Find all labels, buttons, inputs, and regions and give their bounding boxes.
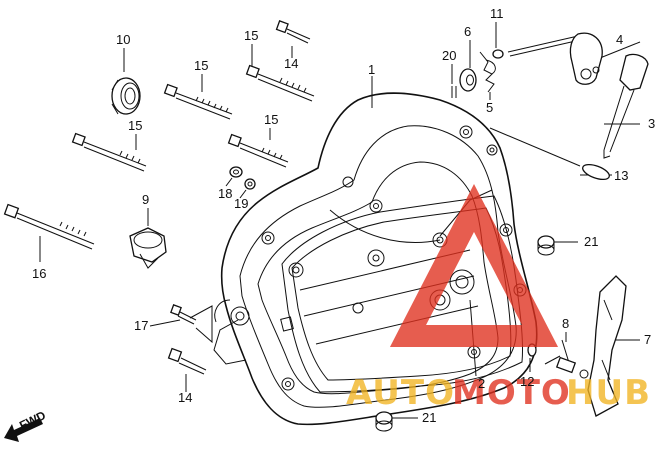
callout-1: 1 xyxy=(368,62,375,77)
callout-17: 17 xyxy=(134,318,148,333)
bolt-14-top xyxy=(275,20,311,44)
plug-9 xyxy=(129,227,167,269)
callout-ticks xyxy=(39,22,567,392)
washer-18 xyxy=(229,166,243,178)
bolt-16 xyxy=(3,203,95,250)
callout-15-upper: 15 xyxy=(194,58,208,73)
callout-7: 7 xyxy=(644,332,651,347)
callout-21-upper: 21 xyxy=(584,234,598,249)
bushing-20 xyxy=(451,86,457,98)
dipstick-3 xyxy=(603,53,649,159)
callout-6: 6 xyxy=(464,24,471,39)
callout-11: 11 xyxy=(490,6,504,21)
bolt-17 xyxy=(170,304,197,325)
callout-14-top: 14 xyxy=(284,56,298,71)
guide-7 xyxy=(587,275,627,417)
callout-15-left: 15 xyxy=(128,118,142,133)
callout-13: 13 xyxy=(614,168,628,183)
collar-6 xyxy=(459,68,477,92)
watermark-auto: AUTO xyxy=(346,373,455,413)
callout-14-bottom: 14 xyxy=(178,390,192,405)
fwd-arrow-icon xyxy=(4,418,43,442)
washer-19 xyxy=(244,178,256,190)
callout-5: 5 xyxy=(486,100,493,115)
spring-5 xyxy=(479,51,496,93)
dowel-21-lower xyxy=(375,411,393,432)
bolt-15-left xyxy=(71,132,147,172)
oil-seal-10 xyxy=(111,77,141,115)
callout-4: 4 xyxy=(616,32,623,47)
watermark-moto: MOTO xyxy=(452,373,571,413)
bolt-8 xyxy=(555,339,589,379)
bolt-14-bottom xyxy=(167,347,207,375)
bolt-hole-group xyxy=(230,125,527,391)
fwd-indicator: FWD xyxy=(4,408,48,442)
callout-9: 9 xyxy=(142,192,149,207)
fwd-label: FWD xyxy=(17,408,48,433)
bolt-15-right xyxy=(245,64,315,102)
long-bolts xyxy=(3,20,315,375)
callout-2: 2 xyxy=(478,376,485,391)
callout-15-mid: 15 xyxy=(264,112,278,127)
callout-3: 3 xyxy=(648,116,655,131)
callout-19: 19 xyxy=(234,196,248,211)
watermark-triangle-outer xyxy=(389,183,559,347)
callout-10: 10 xyxy=(116,32,130,47)
bolt-15-mid xyxy=(227,133,289,168)
watermark-hub: HUB xyxy=(566,373,651,413)
bolt-15-upper xyxy=(163,83,233,120)
dowel-21-upper xyxy=(537,235,555,256)
washer-11 xyxy=(492,49,504,59)
callout-12: 12 xyxy=(520,374,534,389)
callout-21-lower: 21 xyxy=(422,410,436,425)
callout-15-top: 15 xyxy=(244,28,258,43)
callout-labels: 1 2 3 4 5 6 7 8 9 10 11 12 13 14 14 15 1… xyxy=(32,6,655,425)
o-ring-13 xyxy=(582,163,610,181)
watermark: AUTO MOTO HUB xyxy=(346,183,651,413)
callout-16: 16 xyxy=(32,266,46,281)
callout-18: 18 xyxy=(218,186,232,201)
callout-8: 8 xyxy=(562,316,569,331)
callout-20: 20 xyxy=(442,48,456,63)
lever-4 xyxy=(507,32,603,85)
